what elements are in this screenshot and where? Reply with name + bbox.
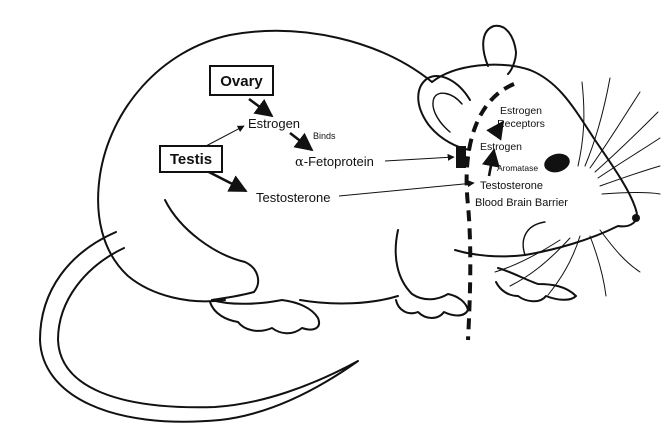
arrow-aromatase (489, 150, 494, 176)
ovary-label: Ovary (220, 73, 263, 90)
fetoprotein-label: α-Fetoprotein (295, 154, 374, 170)
arrow-estrogen-fetoprotein (290, 133, 312, 150)
mouse-front-leg (396, 230, 468, 318)
mouse-ear (418, 76, 470, 150)
arrow-ovary-estrogen (249, 99, 272, 116)
alpha-symbol: α (295, 155, 304, 170)
arrow-fetoprotein-block (385, 157, 454, 161)
binds-label: Binds (313, 131, 336, 141)
arrow-testis-estrogen (206, 126, 244, 146)
blood-brain-barrier-label: Blood Brain Barrier (475, 197, 568, 209)
mouse-jaw (523, 222, 545, 255)
estrogen-receptors-label-2: Receptors (497, 118, 545, 130)
mouse-front-paw (496, 268, 576, 301)
mouse-illustration (40, 26, 660, 422)
testis-label: Testis (170, 151, 212, 168)
aromatase-label: Aromatase (497, 163, 538, 173)
estrogen-brain-label: Estrogen (480, 141, 522, 153)
arrow-testosterone-cross (339, 183, 474, 196)
fetoprotein-text: -Fetoprotein (304, 154, 374, 169)
testosterone-blood-label: Testosterone (256, 190, 330, 205)
mouse-hind-foot (210, 300, 319, 333)
mouse-eye (542, 151, 572, 175)
mouse-nose (632, 214, 640, 222)
estrogen-receptors-label-1: Estrogen (500, 105, 542, 117)
testosterone-brain-label: Testosterone (480, 180, 543, 192)
mouse-inner-ear (433, 93, 462, 132)
mouse-hind-leg (165, 200, 258, 300)
mouse-far-ear (483, 26, 516, 74)
mouse-belly (300, 296, 398, 303)
arrow-testis-testosterone (205, 170, 246, 191)
mouse-tail (40, 232, 358, 422)
binding-block (456, 146, 466, 168)
estrogen-blood-label: Estrogen (248, 116, 300, 131)
